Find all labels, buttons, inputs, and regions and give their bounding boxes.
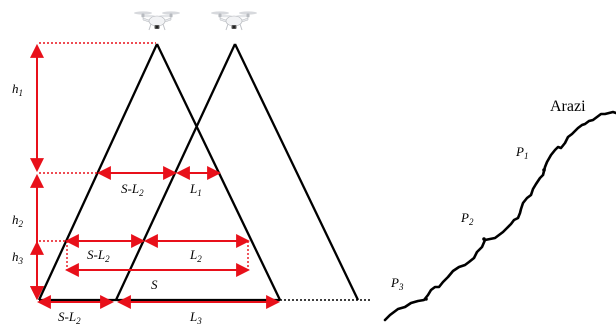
span-dimensions (36, 166, 281, 309)
terrain-label: Arazi (550, 98, 586, 115)
span-label-s: S (151, 277, 158, 292)
span-label-mid-overlap: S-L2 (87, 247, 110, 264)
span-label-mid-l: L2 (189, 247, 202, 264)
terrain-profile (383, 110, 616, 322)
drone-icon (133, 10, 181, 31)
point-label-p2: P2 (460, 210, 474, 227)
span-label-upper-overlap: S-L2 (121, 181, 144, 198)
point-label-p3: P3 (390, 275, 404, 292)
span-label-bottom-overlap: S-L2 (58, 309, 81, 326)
height-label-h3: h3 (12, 249, 24, 266)
span-label-bottom-l: L3 (189, 309, 202, 326)
terrain-points (424, 168, 546, 301)
span-label-upper-l: L1 (189, 181, 202, 198)
height-label-h2: h2 (12, 212, 24, 229)
point-label-p1: P1 (515, 144, 528, 161)
drone-icon (210, 10, 258, 31)
reference-lines (39, 42, 249, 270)
height-label-h1: h1 (12, 81, 23, 98)
